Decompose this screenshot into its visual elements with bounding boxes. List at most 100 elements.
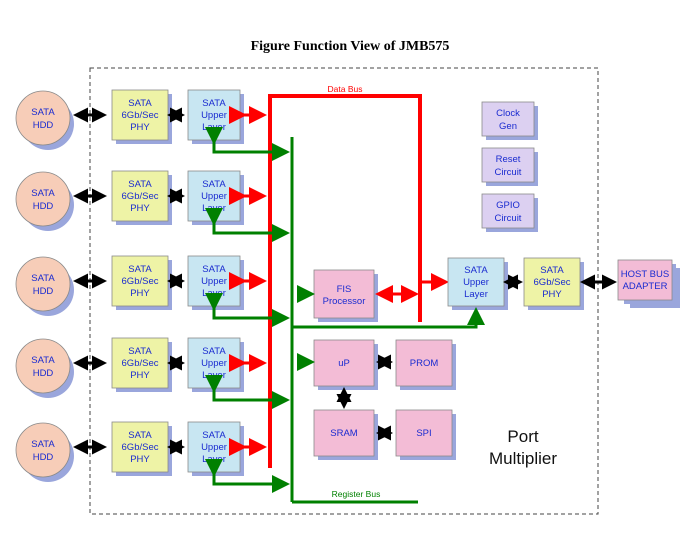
host-upper-layer-block: SATA Upper Layer [447,257,508,310]
upper-register-link-1 [205,127,290,161]
reset-circuit-block: Reset Circuit [481,147,538,186]
reset-line-1: Reset [496,154,521,165]
upper-line-1: SATA [202,264,226,275]
upper-line-3: Layer [202,122,226,133]
host-upper-line-3: Layer [464,289,488,300]
upper-register-link-4 [205,375,290,409]
sata-hdd-3: SATA HDD [15,256,71,312]
register-bus-label: Register Bus [332,489,381,499]
upper-register-link-5 [205,459,290,493]
phy-line-3: PHY [130,370,150,381]
figure-title: Figure Function View of JMB575 [251,39,450,54]
port-multiplier-border [89,67,599,515]
phy-line-1: SATA [128,179,152,190]
host-adapter-line-2: ADAPTER [623,281,668,292]
hdd-line-1: SATA [31,107,55,118]
up-block: uP [313,339,378,390]
hdd-line-1: SATA [31,439,55,450]
upper-line-1: SATA [202,346,226,357]
phy-line-3: PHY [130,288,150,299]
upper-line-3: Layer [202,288,226,299]
upper-line-2: Upper [201,276,227,287]
hdd-line-2: HDD [33,368,54,379]
upper-line-3: Layer [202,454,226,465]
clock-gen-block: Clock Gen [481,101,538,140]
prom-block: PROM [395,339,456,390]
upper-line-3: Layer [202,203,226,214]
hdd-line-2: HDD [33,201,54,212]
sata-hdd-4: SATA HDD [15,338,71,394]
fis-line-2: Processor [323,296,366,307]
sram-block: SRAM [313,409,378,460]
port-multiplier-label-2: Multiplier [489,449,557,468]
host-phy-line-3: PHY [542,289,562,300]
host-adapter-line-1: HOST BUS [621,269,669,280]
upper-line-2: Upper [201,110,227,121]
host-upper-line-1: SATA [464,265,488,276]
phy-line-3: PHY [130,203,150,214]
phy-line-1: SATA [128,264,152,275]
port-multiplier-label-1: Port [507,427,538,446]
sata-hdd-1: SATA HDD [15,90,71,146]
host-upper-line-2: Upper [463,277,489,288]
hdd-line-2: HDD [33,286,54,297]
clock-line-2: Gen [499,121,517,132]
hdd-line-2: HDD [33,452,54,463]
upper-line-1: SATA [202,179,226,190]
fis-line-1: FIS [337,284,352,295]
phy-line-1: SATA [128,346,152,357]
gpio-line-2: Circuit [495,213,522,224]
clock-line-1: Clock [496,108,520,119]
register-host-link [292,307,485,329]
sram-label: SRAM [330,428,358,439]
phy-line-2: 6Gb/Sec [122,358,159,369]
upper-line-3: Layer [202,370,226,381]
hdd-line-2: HDD [33,120,54,131]
host-phy-line-1: SATA [540,265,564,276]
upper-line-2: Upper [201,358,227,369]
host-phy-block: SATA 6Gb/Sec PHY [523,257,584,310]
sata-hdd-5: SATA HDD [15,422,71,478]
host-bus-adapter-block: HOST BUS ADAPTER [617,259,680,308]
port-rows: SATAHDDSATA6Gb/SecPHYSATAUpperLayerSATAH… [15,89,290,493]
upper-line-1: SATA [202,430,226,441]
phy-line-2: 6Gb/Sec [122,110,159,121]
phy-line-2: 6Gb/Sec [122,276,159,287]
sata-hdd-2: SATA HDD [15,171,71,227]
spi-label: SPI [416,428,431,439]
upper-register-link-2 [205,208,290,242]
prom-label: PROM [410,358,439,369]
hdd-line-1: SATA [31,273,55,284]
upper-register-link-3 [205,293,290,327]
upper-line-2: Upper [201,442,227,453]
phy-line-3: PHY [130,454,150,465]
hdd-line-1: SATA [31,355,55,366]
upper-line-2: Upper [201,191,227,202]
spi-block: SPI [395,409,456,460]
up-label: uP [338,358,350,369]
gpio-line-1: GPIO [496,200,520,211]
hdd-line-1: SATA [31,188,55,199]
fis-processor-block: FIS Processor [313,269,378,322]
phy-line-2: 6Gb/Sec [122,191,159,202]
upper-line-1: SATA [202,98,226,109]
phy-line-3: PHY [130,122,150,133]
phy-line-2: 6Gb/Sec [122,442,159,453]
data-bus-label: Data Bus [328,84,363,94]
gpio-circuit-block: GPIO Circuit [481,193,538,232]
phy-line-1: SATA [128,430,152,441]
